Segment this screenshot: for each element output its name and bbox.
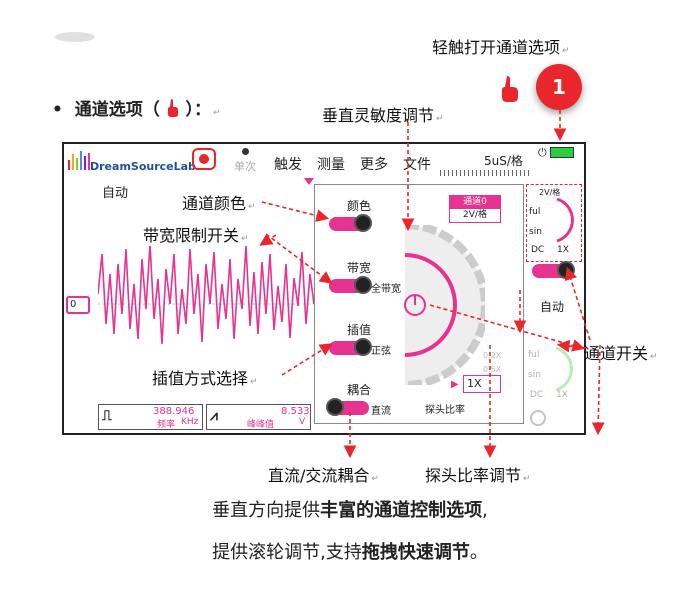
timebase-label[interactable]: 5uS/格 [484, 154, 523, 168]
scale-a: 0.2X [483, 351, 502, 360]
logo: DreamSourceLab [66, 148, 196, 176]
peak-label: 峰峰值 [247, 420, 275, 430]
interpolation-callout: 插值方式选择↵ [152, 365, 258, 389]
channel-switch-callout: 通道开关↵ [584, 344, 658, 363]
peak-unit: V [299, 417, 306, 427]
oscilloscope-screen: DreamSourceLab 单次 触发 测量 更多 文件 5uS/格 ⏻ 自动… [62, 142, 586, 435]
waveform-plot [98, 243, 314, 345]
probe-ratio-callout: 探头比率调节↵ [425, 466, 531, 485]
channel-color-callout: 通道颜色↵ [182, 190, 256, 214]
timebase-scale [440, 170, 532, 176]
probe-ratio-label: 探头比率 [425, 405, 465, 416]
sensitivity-dial[interactable] [395, 225, 485, 385]
caption-line-2: 提供滚轮调节,支持拖拽快速调节。 [212, 542, 488, 563]
probe-pointer-icon: ▶ [451, 379, 459, 390]
channel-zero-marker[interactable]: 0 [66, 296, 90, 314]
channel1-arc [555, 346, 573, 392]
bandwidth-label: 带宽 [347, 261, 372, 275]
channel-options-panel: 颜色 带宽 全带宽 插值 正弦 耦合 直流 通道0 2V/格 0.2X 0.5X… [314, 184, 524, 424]
bullet-dot: • [52, 100, 75, 120]
probe-ratio-box[interactable]: 1X [463, 375, 501, 393]
square-wave-icon: ⎍ [102, 408, 112, 424]
logo-text: DreamSourceLab [90, 160, 196, 173]
vertical-sensitivity-callout: 垂直灵敏度调节↵ [322, 106, 444, 125]
trigger-mode-label: 自动 [102, 186, 129, 201]
bandwidth-value: 全带宽 [371, 284, 401, 295]
menu-single[interactable]: 单次 [234, 160, 256, 173]
bandwidth-switch-callout: 带宽限制开关↵ [143, 222, 249, 246]
interp-value: 正弦 [371, 346, 391, 357]
color-label: 颜色 [347, 199, 372, 213]
trigger-marker-icon[interactable] [304, 178, 314, 185]
frequency-label: 频率 [157, 420, 176, 430]
channel-auto-label: 自动 [540, 300, 565, 314]
caption-line-1: 垂直方向提供丰富的通道控制选项, [212, 500, 488, 521]
peak-value: 8.533 [281, 406, 310, 417]
interp-label: 插值 [347, 323, 372, 337]
heading-mark: ↵ [213, 108, 221, 118]
status-dot [242, 148, 249, 155]
channel1-knob[interactable] [530, 410, 546, 426]
channel1-summary[interactable]: ful sin DC 1X [526, 324, 582, 426]
frequency-measure-box[interactable]: ⎍ 388.946 频率 KHz [98, 404, 203, 430]
record-icon [199, 154, 209, 164]
heading-text: 通道选项（ [74, 100, 160, 120]
tap-hand-icon [167, 99, 178, 117]
channel0-summary[interactable]: 2V/格 ful sin DC 1X [526, 184, 582, 262]
coupling-label: 耦合 [347, 383, 372, 397]
ramp-wave-icon: ⩘ [210, 408, 218, 424]
menu-measure[interactable]: 测量 [317, 157, 345, 173]
frequency-unit: KHz [181, 417, 199, 427]
run-stop-button[interactable] [192, 148, 216, 170]
channel0-switch[interactable] [532, 261, 575, 279]
channel0-arc [556, 197, 574, 243]
heading-tail: ）： [185, 100, 212, 120]
logo-bars-icon [68, 151, 90, 170]
battery-icon [550, 147, 574, 158]
coupling-value: 直流 [371, 406, 391, 417]
color-toggle[interactable] [329, 214, 372, 232]
power-icon: ⏻ [538, 146, 547, 159]
decorative-shadow [55, 32, 95, 42]
coupling-toggle[interactable] [326, 398, 369, 416]
right-channel-strip: 2V/格 ful sin DC 1X 自动 ful sin DC 1X [526, 184, 584, 434]
tap-hand-icon-large [502, 76, 518, 102]
scale-b: 0.5X [483, 365, 502, 374]
frequency-value: 388.946 [153, 406, 195, 417]
menu-file[interactable]: 文件 [403, 157, 431, 173]
tap-open-callout: 轻触打开通道选项↵ [432, 38, 570, 57]
coupling-callout: 直流/交流耦合↵ [268, 466, 379, 485]
channel-tag: 通道0 2V/格 [449, 195, 501, 223]
interp-toggle[interactable] [329, 338, 372, 356]
menu-trigger[interactable]: 触发 [274, 157, 302, 173]
channel-options-heading: • 通道选项（ ）：↵ [52, 95, 221, 120]
step-number-badge: 1 [536, 64, 582, 110]
bandwidth-toggle[interactable] [329, 276, 372, 294]
menu-more[interactable]: 更多 [360, 157, 388, 173]
peak-measure-box[interactable]: ⩘ 8.533 峰峰值 V [206, 404, 311, 430]
